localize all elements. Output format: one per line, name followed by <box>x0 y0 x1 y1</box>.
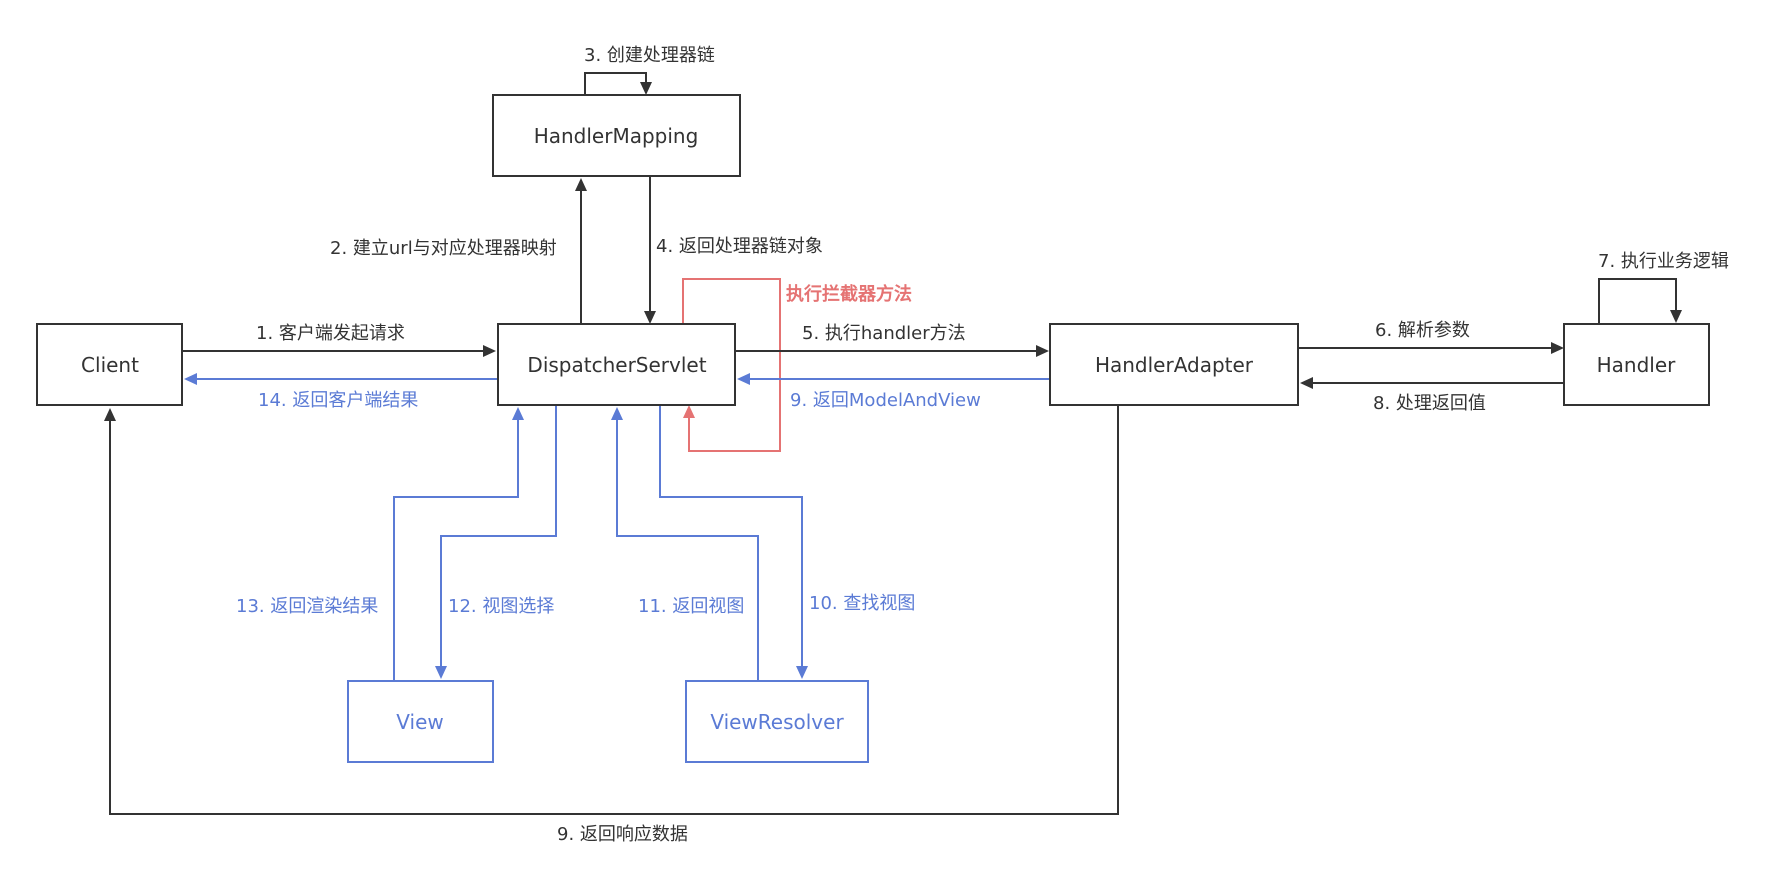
node-view-label: View <box>396 710 443 734</box>
label-client-request: 1. 客户端发起请求 <box>256 323 405 344</box>
label-return-response: 9. 返回响应数据 <box>557 824 688 845</box>
edge-return-view <box>611 407 759 681</box>
node-handler-adapter: HandlerAdapter <box>1049 323 1299 406</box>
label-find-view: 10. 查找视图 <box>809 593 915 614</box>
label-interceptor: 执行拦截器方法 <box>786 283 912 305</box>
label-process-return: 8. 处理返回值 <box>1373 393 1486 414</box>
label-create-chain: 3. 创建处理器链 <box>584 45 715 66</box>
edge-return-response <box>104 405 1119 815</box>
node-handler: Handler <box>1563 323 1710 406</box>
node-client-label: Client <box>81 353 139 377</box>
label-build-mapping: 2. 建立url与对应处理器映射 <box>330 238 557 259</box>
label-return-view: 11. 返回视图 <box>638 596 744 617</box>
node-view-resolver: ViewResolver <box>685 680 869 763</box>
node-view-resolver-label: ViewResolver <box>710 710 844 734</box>
label-return-render: 13. 返回渲染结果 <box>236 596 378 617</box>
node-view: View <box>347 680 494 763</box>
edge-create-chain <box>584 72 652 95</box>
edge-interceptor <box>682 278 781 452</box>
label-parse-params: 6. 解析参数 <box>1375 320 1470 341</box>
edge-return-render <box>393 407 524 681</box>
edge-business-logic <box>1598 278 1682 325</box>
label-select-view: 12. 视图选择 <box>448 596 554 617</box>
node-handler-mapping-label: HandlerMapping <box>534 124 699 148</box>
label-return-modelandview: 9. 返回ModelAndView <box>790 390 981 411</box>
node-handler-adapter-label: HandlerAdapter <box>1095 353 1254 377</box>
edge-select-view <box>435 405 557 679</box>
label-return-client: 14. 返回客户端结果 <box>258 390 418 411</box>
label-business-logic: 7. 执行业务逻辑 <box>1598 251 1729 272</box>
node-client: Client <box>36 323 183 406</box>
node-handler-label: Handler <box>1597 353 1677 377</box>
edge-find-view <box>659 405 808 679</box>
node-dispatcher-servlet: DispatcherServlet <box>497 323 736 406</box>
label-exec-handler: 5. 执行handler方法 <box>802 323 966 344</box>
node-dispatcher-servlet-label: DispatcherServlet <box>527 353 706 377</box>
node-handler-mapping: HandlerMapping <box>492 94 741 177</box>
label-return-chain: 4. 返回处理器链对象 <box>656 236 823 257</box>
